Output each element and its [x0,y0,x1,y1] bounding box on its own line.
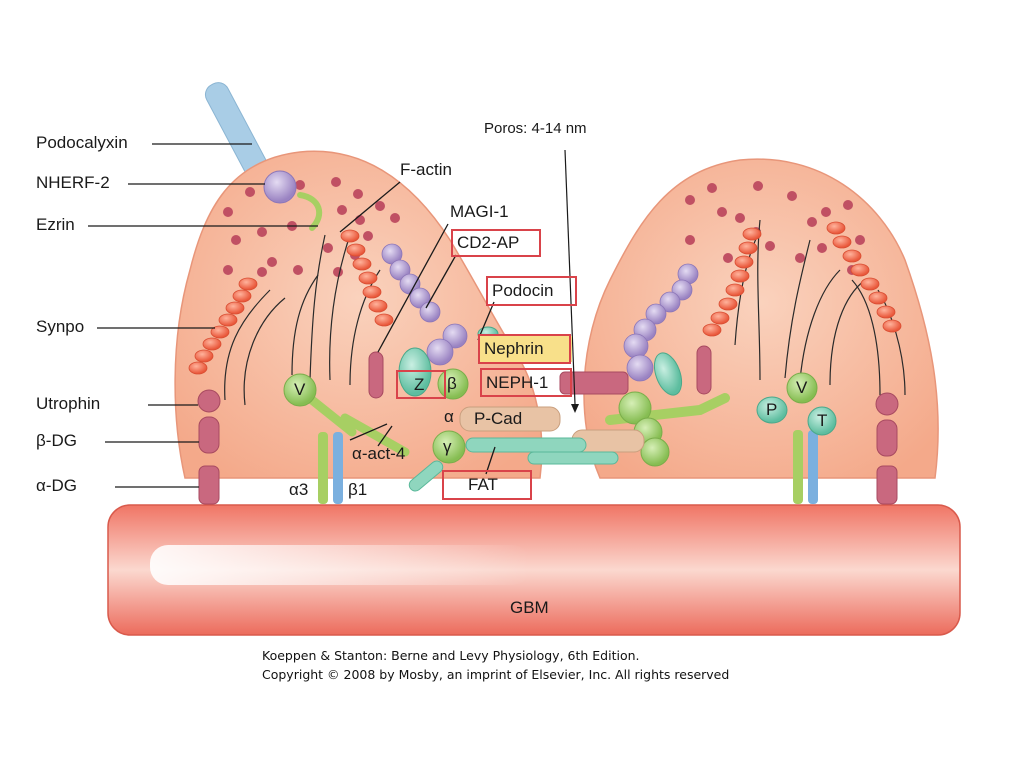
label-f-actin: F-actin [400,160,452,179]
gbm-membrane [107,504,961,636]
left-teal-lower [408,460,444,492]
left-purple-chain [381,243,468,366]
zo1-teal [398,347,432,397]
glyph-beta: β [447,374,457,393]
label-pores: Poros: 4-14 nm [484,120,587,137]
left-alpha3-leg [318,432,328,504]
left-actinin [307,395,410,457]
t-ball [807,406,837,436]
label-gbm: GBM [510,598,549,617]
box-cd2ap: CD2-AP [451,229,541,257]
nherf2-ball [263,170,297,204]
gbm-sheen [150,545,530,585]
glyph-alpha: α [444,407,454,426]
left-beta1-leg [333,432,343,504]
label-alpha-act4: α-act-4 [352,444,406,463]
left-v-ball [283,373,317,407]
credit-line-1: Koeppen & Stanton: Berne and Levy Physio… [262,648,640,663]
credit-line-2: Copyright © 2008 by Mosby, an imprint of… [262,667,730,682]
label-utrophin: Utrophin [36,394,101,413]
right-beta1-leg [808,430,818,504]
label-alpha-dg: α-DG [36,476,77,495]
box-fat: FAT [442,470,532,500]
right-purple-chain [623,263,699,382]
glyph-gamma: γ [443,437,452,456]
right-teal-blob [653,352,683,396]
left-dg-stack [197,389,221,505]
leader-lines [88,143,496,488]
glyph-p: P [766,400,778,419]
fat-bar-1 [465,437,587,453]
label-beta-dg: β-DG [36,431,77,450]
p-ball [756,396,788,424]
box-nephrin: Nephrin [478,334,571,364]
gamma-ball [432,430,466,464]
right-v-ball [786,372,818,404]
label-magi1: MAGI-1 [450,202,509,221]
right-synpo-beads [702,221,902,337]
label-beta1: β1 [348,480,368,499]
label-synpo: Synpo [36,317,85,336]
box-podocin: Podocin [486,276,577,306]
right-dg-stack [875,392,899,505]
box-z: Z [396,370,446,399]
right-rod [696,345,712,395]
glyph-v-right: V [796,378,808,397]
label-nherf2: NHERF-2 [36,173,110,192]
right-green-cluster [618,391,670,467]
left-synpo-beads [188,229,394,375]
label-alpha3: α3 [289,480,309,499]
right-alpha3-leg [793,430,803,504]
glyph-t: T [817,411,828,430]
fat-bar-2 [527,451,619,465]
left-rod [368,351,384,399]
ezrin-hook [297,192,323,231]
label-ezrin: Ezrin [36,215,75,234]
right-actin-filaments [734,219,906,396]
glyph-v-left: V [294,380,306,399]
label-podocalyxin: Podocalyxin [36,133,128,152]
box-neph1: NEPH-1 [480,368,572,397]
neph1-bar [559,371,629,395]
nephrin-fill [480,336,572,362]
pcad-bar [459,406,561,432]
pore-arrowhead [571,404,579,413]
label-pcad: P-Cad [474,409,523,428]
